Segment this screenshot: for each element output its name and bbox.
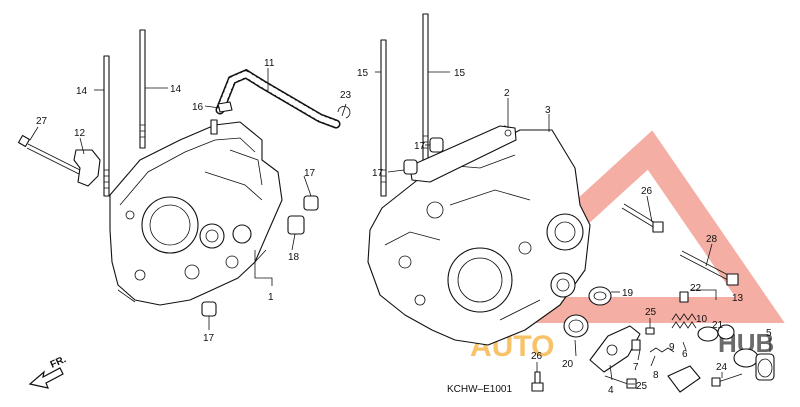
dowel-pin-17c bbox=[429, 137, 444, 153]
part-label-23: 23 bbox=[340, 90, 352, 101]
front-arrow-icon bbox=[28, 367, 64, 389]
part-label-26a: 26 bbox=[641, 186, 653, 197]
dowel-pin-17b bbox=[201, 301, 217, 317]
bolt-26-lower bbox=[531, 371, 544, 392]
washer-22 bbox=[679, 291, 689, 303]
part-label-14b: 14 bbox=[170, 84, 182, 95]
part-label-1: 1 bbox=[268, 292, 274, 303]
dowel-pin-18 bbox=[287, 215, 305, 235]
drain-plug-5 bbox=[733, 348, 775, 381]
washer-12 bbox=[73, 149, 101, 187]
spring-8 bbox=[649, 347, 675, 353]
part-label-21: 21 bbox=[712, 320, 724, 331]
plate-4 bbox=[589, 325, 641, 373]
clip-23 bbox=[337, 106, 351, 119]
front-direction-marker: FR. bbox=[28, 354, 68, 389]
part-labels: 1 2 3 4 5 6 7 8 9 10 11 12 13 14 14 15 1… bbox=[36, 58, 772, 396]
dowel-pin-17a bbox=[303, 195, 319, 211]
part-label-25a: 25 bbox=[645, 307, 657, 318]
bolt-24 bbox=[711, 373, 743, 387]
bolt-27 bbox=[17, 134, 81, 175]
stud-bolt-left bbox=[103, 29, 146, 197]
part-label-6: 6 bbox=[682, 349, 688, 360]
part-label-28: 28 bbox=[706, 234, 718, 245]
left-crankcase bbox=[109, 119, 283, 306]
bolt-25-lower bbox=[604, 375, 637, 389]
cap-6 bbox=[667, 365, 701, 393]
part-label-24: 24 bbox=[716, 362, 728, 373]
part-label-10: 10 bbox=[696, 314, 708, 325]
gasket-2 bbox=[409, 125, 517, 183]
bolt-28 bbox=[679, 250, 739, 286]
part-label-15a: 15 bbox=[357, 68, 369, 79]
leader-lines bbox=[29, 68, 771, 385]
part-label-17b: 17 bbox=[203, 333, 215, 344]
part-label-19: 19 bbox=[622, 288, 634, 299]
part-label-5: 5 bbox=[766, 328, 772, 339]
part-label-22: 22 bbox=[690, 283, 702, 294]
right-crankcase bbox=[367, 125, 591, 346]
part-label-14a: 14 bbox=[76, 86, 88, 97]
dowel-pin-17d bbox=[403, 159, 418, 175]
part-label-9: 9 bbox=[669, 342, 675, 353]
part-label-20: 20 bbox=[562, 359, 574, 370]
washer-21 bbox=[717, 324, 735, 340]
part-label-12: 12 bbox=[74, 128, 86, 139]
clip-16 bbox=[217, 101, 233, 113]
oil-seal-20 bbox=[563, 314, 589, 338]
front-label: FR. bbox=[49, 354, 68, 371]
part-label-8: 8 bbox=[653, 370, 659, 381]
part-label-2: 2 bbox=[504, 88, 510, 99]
part-label-4: 4 bbox=[608, 385, 614, 396]
spring-9 bbox=[671, 313, 697, 329]
part-label-17c: 17 bbox=[414, 141, 426, 152]
part-label-25b: 25 bbox=[636, 381, 648, 392]
part-label-18: 18 bbox=[288, 252, 300, 263]
part-label-13: 13 bbox=[732, 293, 744, 304]
part-label-11: 11 bbox=[264, 58, 275, 69]
part-label-3: 3 bbox=[545, 105, 551, 116]
part-label-26b: 26 bbox=[531, 351, 543, 362]
breather-hose bbox=[215, 68, 341, 129]
part-label-7: 7 bbox=[633, 362, 639, 373]
oil-seal-19 bbox=[588, 286, 612, 306]
part-label-17a: 17 bbox=[304, 168, 316, 179]
bolt-26-upper bbox=[621, 203, 664, 233]
diagram-code: KCHW–E1001 bbox=[447, 384, 512, 395]
part-label-27: 27 bbox=[36, 116, 48, 127]
part-label-15b: 15 bbox=[454, 68, 466, 79]
part-label-17d: 17 bbox=[372, 168, 384, 179]
part-label-16: 16 bbox=[192, 102, 204, 113]
